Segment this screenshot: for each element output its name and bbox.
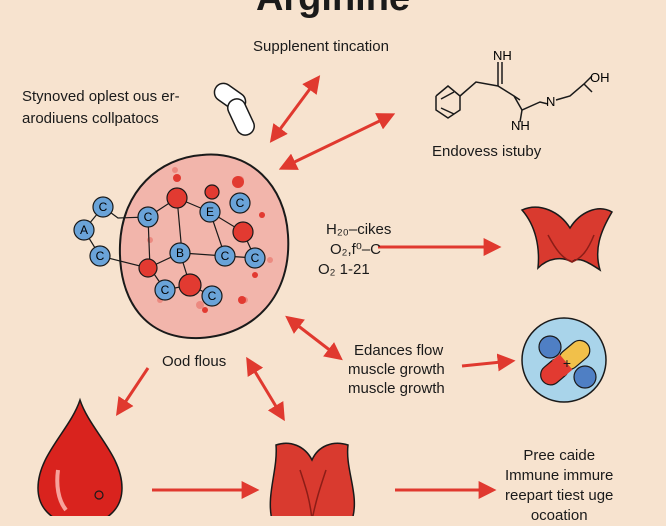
atom-n: N <box>546 94 555 109</box>
label-flow: Edances flow muscle growth muscle growth <box>348 341 445 398</box>
arrow-flow <box>285 315 343 361</box>
node-c1: C <box>92 196 114 218</box>
svg-text:C: C <box>251 251 260 265</box>
label-flow-line2: muscle growth <box>348 361 445 378</box>
arrow-group <box>116 75 516 499</box>
svg-text:C: C <box>99 200 108 214</box>
node-c6: C <box>244 247 266 269</box>
label-supplement: Supplenent tincation <box>253 38 389 55</box>
label-bottom-right-line3: reepart tiest uge <box>505 487 614 504</box>
node-c3: C <box>89 245 111 267</box>
heart-icon <box>269 442 356 516</box>
blood-drop-icon <box>37 397 123 516</box>
label-chem-line2: O₂,f⁰–C <box>330 241 382 258</box>
atom-nh-bottom: NH <box>511 118 530 133</box>
svg-text:A: A <box>80 223 88 237</box>
label-molecule-caption: Endovess istuby <box>432 143 542 160</box>
pill-icon <box>213 82 255 136</box>
svg-text:+: + <box>563 355 571 371</box>
label-bottom-right: Pree caide Immune immure reepart tiest u… <box>505 446 613 526</box>
arrow-heart <box>246 356 285 422</box>
svg-text:C: C <box>144 210 153 224</box>
label-flow-line3: muscle growth <box>348 380 445 397</box>
molecule-icon <box>435 62 593 123</box>
label-bottom-right-line1: Pree caide <box>523 447 596 464</box>
atom-oh: OH <box>590 70 610 85</box>
label-chem-line1: H₂₀–cikes <box>326 221 392 238</box>
label-bottom-right-line2: Immune immure <box>505 467 614 484</box>
node-c7: C <box>154 279 176 301</box>
node-e: E <box>199 201 221 223</box>
label-food: Ood flous <box>162 353 227 370</box>
node-c8: C <box>201 285 223 307</box>
svg-text:C: C <box>161 283 170 297</box>
node-c4: C <box>229 192 251 214</box>
label-top-left-line2: arodiuens collpatocs <box>22 110 159 127</box>
arrow-capsule <box>461 353 516 372</box>
label-chem-line3: O₂ 1-21 <box>318 261 370 278</box>
arrow-molecule <box>278 113 396 170</box>
organ-icon <box>520 206 614 272</box>
page-title: Arginine <box>0 0 666 18</box>
cell-nodes: C C A C C E B C C C C <box>73 192 266 307</box>
label-top-left-line1: Stynoved oplest ous er- <box>22 88 180 105</box>
capsule-icon: + <box>521 317 607 403</box>
svg-text:B: B <box>176 246 184 260</box>
node-c5: C <box>214 245 236 267</box>
svg-text:C: C <box>221 249 230 263</box>
label-chem: H₂₀–cikes O₂,f⁰–C O₂ 1-21 <box>318 220 391 280</box>
svg-text:C: C <box>236 196 245 210</box>
svg-text:C: C <box>208 289 217 303</box>
label-bottom-right-line4: ocoation <box>530 507 588 524</box>
label-top-left: Stynoved oplest ous er- arodiuens collpa… <box>22 86 180 130</box>
node-b: B <box>169 242 191 264</box>
label-flow-line1: Edances flow <box>354 342 444 359</box>
node-a: A <box>73 219 95 241</box>
svg-text:E: E <box>206 205 214 219</box>
atom-nh-top: NH <box>493 48 512 63</box>
arrow-supplement <box>269 75 321 143</box>
arrow-blood <box>116 367 150 416</box>
svg-text:C: C <box>96 249 105 263</box>
node-c2: C <box>137 206 159 228</box>
